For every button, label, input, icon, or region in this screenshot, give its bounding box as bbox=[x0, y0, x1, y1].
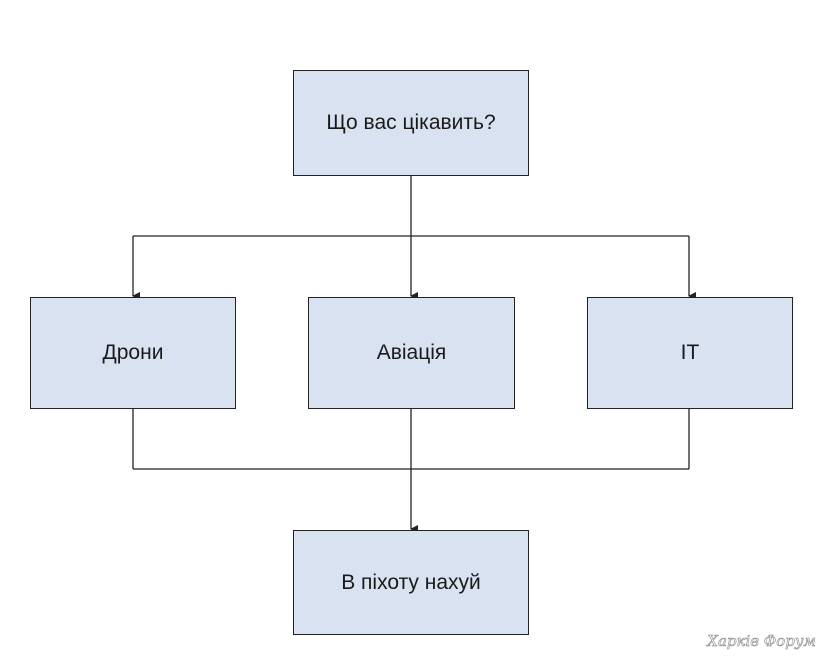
option-label: IT bbox=[680, 341, 700, 364]
option-box-aviation: Авіація bbox=[308, 297, 515, 409]
watermark: Харків Форум bbox=[707, 632, 816, 651]
option-box-drones: Дрони bbox=[30, 297, 236, 409]
result-label: В піхоту нахуй bbox=[341, 570, 481, 594]
question-label: Що вас цікавить? bbox=[326, 111, 496, 134]
question-box: Що вас цікавить? bbox=[293, 70, 529, 176]
option-label: Дрони bbox=[102, 341, 164, 364]
option-label: Авіація bbox=[376, 341, 447, 364]
option-box-it: IT bbox=[587, 297, 793, 409]
result-box: В піхоту нахуй bbox=[293, 530, 529, 635]
